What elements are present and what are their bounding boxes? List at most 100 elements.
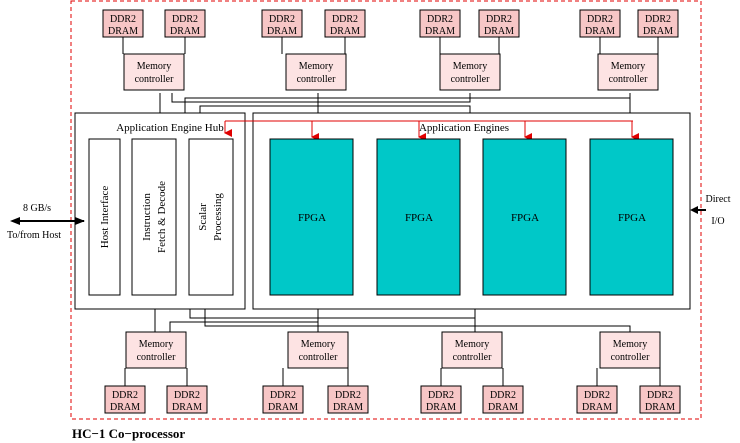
- dram-label-1: DDR2: [332, 14, 358, 25]
- dram-module: [166, 385, 208, 414]
- memory-controller: [285, 53, 347, 91]
- memory-controller-label-2: controller: [609, 74, 649, 85]
- dram-label-1: DDR2: [428, 390, 454, 401]
- fpga-block: [589, 138, 674, 296]
- dram-module: [639, 385, 681, 414]
- dram-label-1: DDR2: [112, 390, 138, 401]
- dram-label-2: DRAM: [268, 402, 298, 413]
- memory-controller-label-2: controller: [451, 74, 491, 85]
- scalar-label-2: Processing: [212, 193, 224, 241]
- scalar-label-1: Scalar: [197, 203, 209, 231]
- dram-label-2: DRAM: [330, 26, 360, 37]
- dram-module: [419, 9, 461, 38]
- dram-label-2: DRAM: [333, 402, 363, 413]
- memory-controller-label-1: Memory: [611, 61, 645, 72]
- dram-label-1: DDR2: [270, 390, 296, 401]
- memory-controller-label-2: controller: [135, 74, 175, 85]
- memory-controller: [597, 53, 659, 91]
- memory-controller: [287, 331, 349, 369]
- dram-module: [164, 9, 206, 38]
- dram-module: [327, 385, 369, 414]
- dram-label-2: DRAM: [488, 402, 518, 413]
- memory-controller: [439, 53, 501, 91]
- dram-label-2: DRAM: [426, 402, 456, 413]
- dram-label-2: DRAM: [110, 402, 140, 413]
- dram-label-2: DRAM: [267, 26, 297, 37]
- host-interface-box: [88, 138, 121, 296]
- memory-controller-label-1: Memory: [453, 61, 487, 72]
- dram-module: [637, 9, 679, 38]
- dram-label-1: DDR2: [645, 14, 671, 25]
- dram-label-2: DRAM: [582, 402, 612, 413]
- dram-label-1: DDR2: [427, 14, 453, 25]
- memory-controller-label-1: Memory: [299, 61, 333, 72]
- dram-module: [102, 9, 144, 38]
- direct-io-arrowhead: [690, 206, 698, 214]
- hub-title: Application Engine Hub: [116, 122, 224, 134]
- dram-label-1: DDR2: [172, 14, 198, 25]
- instruction-box: [131, 138, 177, 296]
- fpga-block: [269, 138, 354, 296]
- dram-label-1: DDR2: [647, 390, 673, 401]
- dram-label-1: DDR2: [110, 14, 136, 25]
- dram-label-1: DDR2: [490, 390, 516, 401]
- dram-label-1: DDR2: [269, 14, 295, 25]
- engines-title: Application Engines: [419, 122, 509, 134]
- dram-label-2: DRAM: [108, 26, 138, 37]
- host-link-arrowhead-left: [10, 217, 20, 225]
- direct-io-label-2: I/O: [711, 216, 724, 227]
- dram-label-1: DDR2: [584, 390, 610, 401]
- fpga-label: FPGA: [298, 212, 326, 224]
- fpga-label: FPGA: [405, 212, 433, 224]
- memory-controller: [441, 331, 503, 369]
- host-interface-label: Host Interface: [99, 186, 111, 249]
- dram-label-2: DRAM: [643, 26, 673, 37]
- dram-label-1: DDR2: [587, 14, 613, 25]
- fpga-block: [376, 138, 461, 296]
- dram-label-2: DRAM: [645, 402, 675, 413]
- fpga-block: [482, 138, 567, 296]
- direct-io-label-1: Direct: [706, 194, 731, 205]
- coprocessor-boundary: [70, 0, 702, 420]
- dram-label-2: DRAM: [484, 26, 514, 37]
- memory-controller: [123, 53, 185, 91]
- dram-label-1: DDR2: [174, 390, 200, 401]
- memory-controller-label-2: controller: [299, 352, 339, 363]
- coprocessor-label: HC−1 Co−processor: [72, 426, 185, 441]
- dram-module: [261, 9, 303, 38]
- dram-module: [104, 385, 146, 414]
- dram-module: [324, 9, 366, 38]
- fpga-label: FPGA: [511, 212, 539, 224]
- memory-controller-label-2: controller: [611, 352, 651, 363]
- dram-label-2: DRAM: [585, 26, 615, 37]
- memory-controller-label-2: controller: [453, 352, 493, 363]
- memory-controller-label-1: Memory: [613, 339, 647, 350]
- dram-label-1: DDR2: [335, 390, 361, 401]
- dram-module: [579, 9, 621, 38]
- memory-controller-label-1: Memory: [455, 339, 489, 350]
- dram-label-2: DRAM: [425, 26, 455, 37]
- memory-controller-label-1: Memory: [139, 339, 173, 350]
- memory-interconnect-top: [159, 93, 631, 113]
- instruction-label-1: Instruction: [141, 193, 153, 241]
- dram-module: [262, 385, 304, 414]
- dram-label-2: DRAM: [170, 26, 200, 37]
- memory-controller-label-1: Memory: [301, 339, 335, 350]
- dram-module: [482, 385, 524, 414]
- memory-controller-label-1: Memory: [137, 61, 171, 72]
- fpga-label: FPGA: [618, 212, 646, 224]
- dram-module: [478, 9, 520, 38]
- memory-interconnect-bottom: [154, 309, 631, 332]
- memory-controller-label-2: controller: [297, 74, 337, 85]
- memory-controller: [125, 331, 187, 369]
